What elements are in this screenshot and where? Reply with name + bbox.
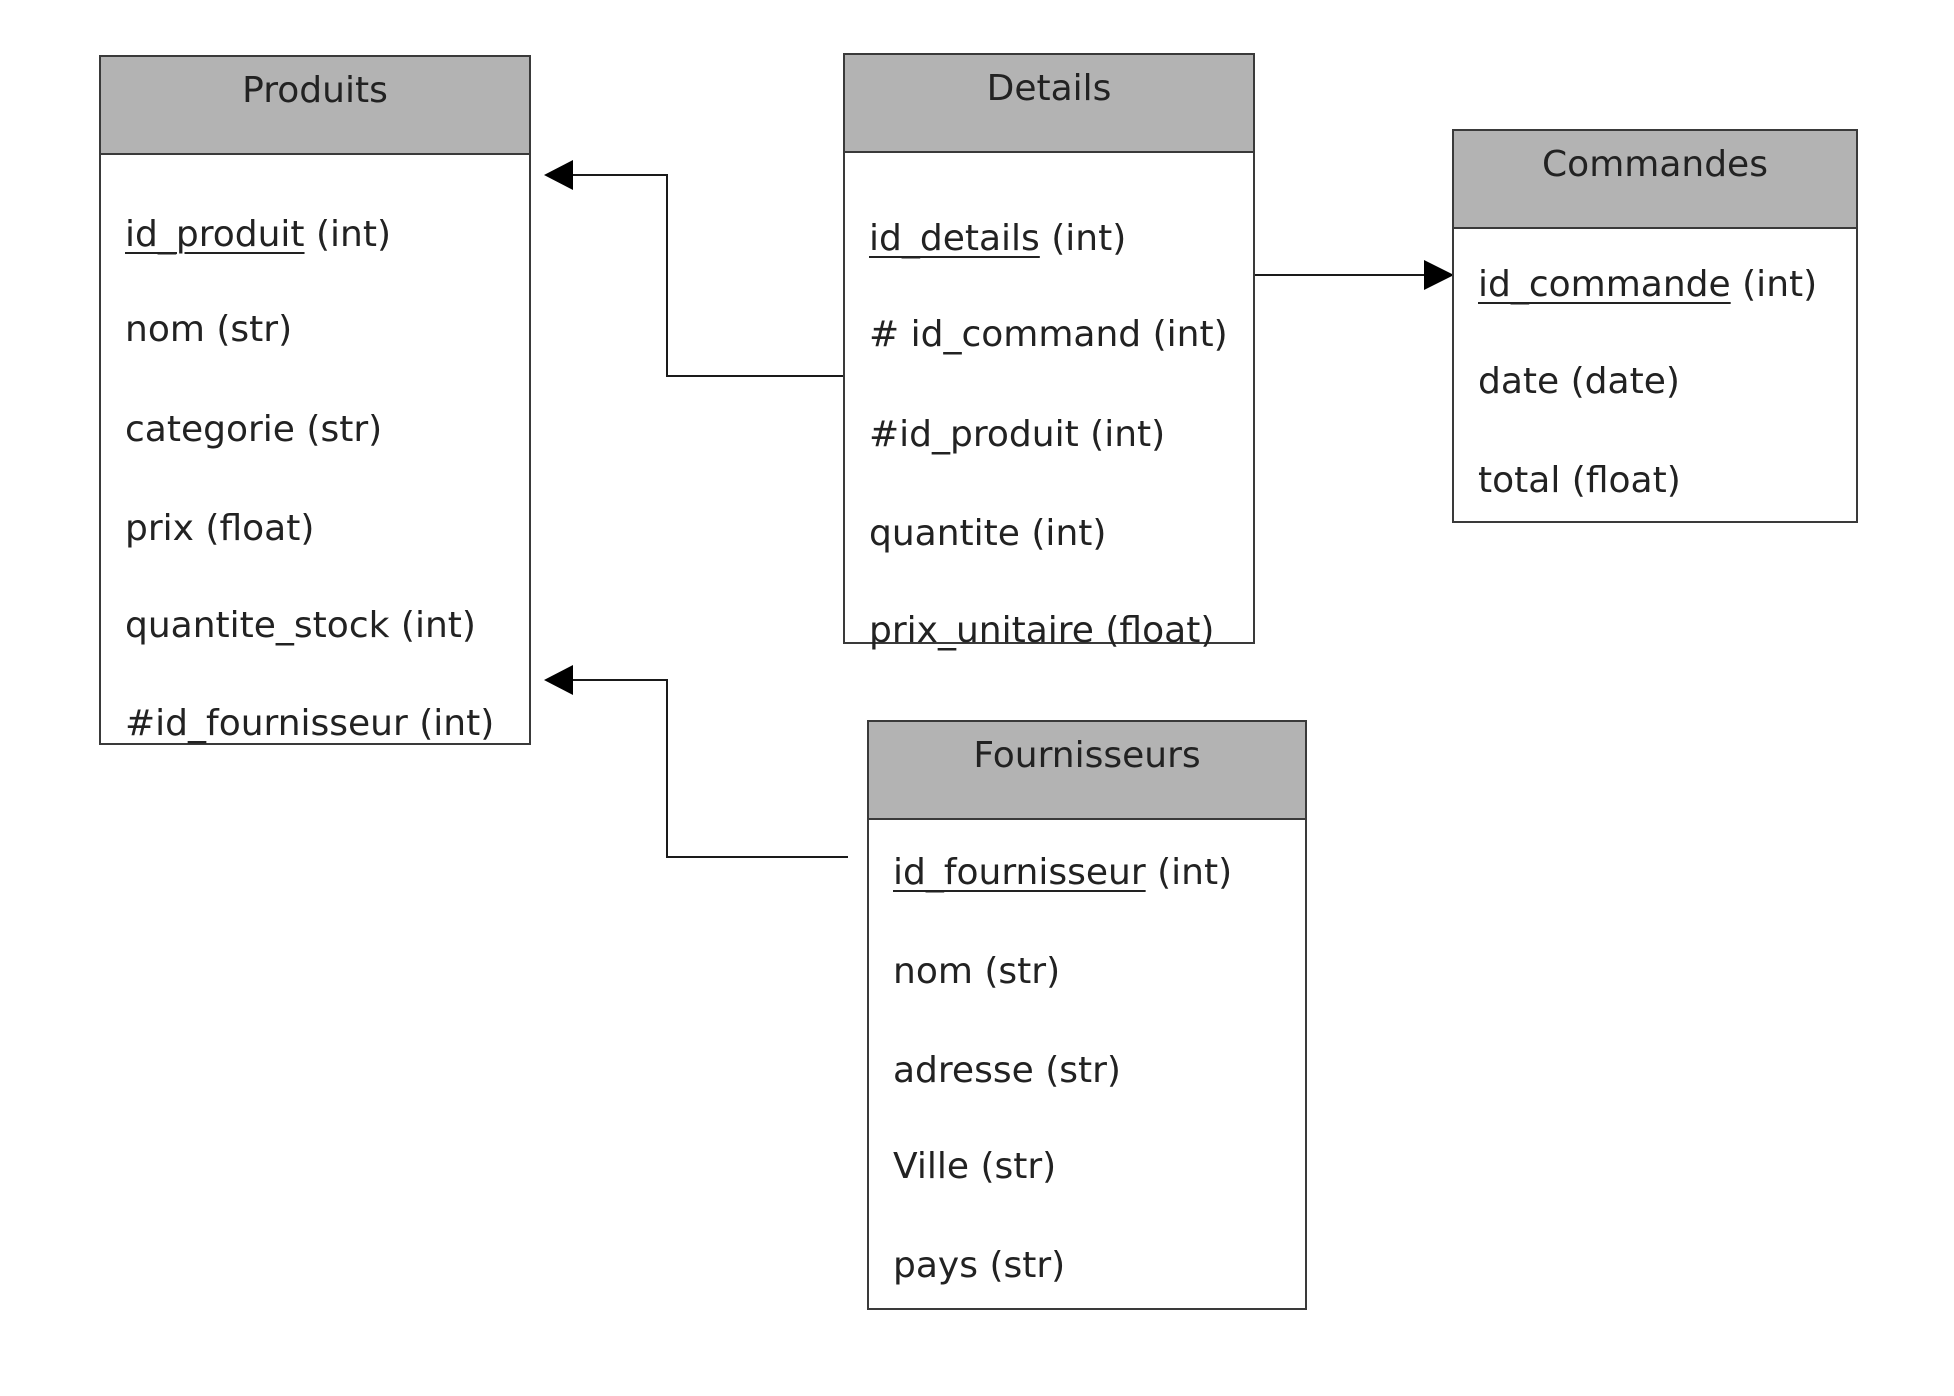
attribute-row: quantite_stock (int) xyxy=(125,606,476,646)
entity-title: Commandes xyxy=(1454,131,1856,229)
attribute-row: total (float) xyxy=(1478,461,1681,501)
connector-details-produits xyxy=(566,174,843,377)
attribute-type: (int) xyxy=(1152,314,1228,355)
attribute-name: prix xyxy=(125,508,194,549)
attribute-type: (float) xyxy=(205,508,315,549)
attribute-name: nom xyxy=(893,951,973,992)
attribute-name: nom xyxy=(125,309,205,350)
attribute-row: id_produit (int) xyxy=(125,215,391,255)
attribute-type: (int) xyxy=(1031,513,1107,554)
entity-produits: Produits id_produit (int) nom (str) cate… xyxy=(99,55,531,745)
primary-key-name: id_fournisseur xyxy=(893,852,1146,893)
attribute-row: categorie (str) xyxy=(125,410,382,450)
attribute-type: (int) xyxy=(1157,852,1233,893)
attribute-row: id_details (int) xyxy=(869,219,1126,259)
attribute-type: (int) xyxy=(315,214,392,255)
attribute-type: (str) xyxy=(306,409,383,450)
attribute-row: pays (str) xyxy=(893,1246,1065,1286)
arrowhead-to-produits-id xyxy=(544,160,573,190)
attribute-name: prix_unitaire xyxy=(869,610,1094,651)
connector-fournisseurs-produits xyxy=(566,679,848,858)
attribute-type: (float) xyxy=(1571,460,1681,501)
entity-details: Details id_details (int) # id_command (i… xyxy=(843,53,1255,651)
arrowhead-to-commandes-id xyxy=(1424,260,1454,290)
attribute-type: (float) xyxy=(1105,610,1215,651)
attribute-type: (int) xyxy=(1090,414,1166,455)
attribute-type: (date) xyxy=(1570,361,1680,402)
entity-title: Fournisseurs xyxy=(869,722,1305,820)
attribute-row: adresse (str) xyxy=(893,1051,1121,1091)
attribute-name: quantite_stock xyxy=(125,605,390,646)
attribute-name: Ville xyxy=(893,1146,969,1187)
attribute-name: adresse xyxy=(893,1050,1034,1091)
entity-title: Details xyxy=(845,55,1253,153)
attribute-row: nom (str) xyxy=(125,310,292,350)
entity-title: Produits xyxy=(101,57,529,155)
attribute-type: (int) xyxy=(400,605,476,646)
attribute-row: prix (float) xyxy=(125,509,314,549)
attribute-type: (str) xyxy=(984,951,1061,992)
entity-commandes: Commandes id_commande (int) date (date) … xyxy=(1452,129,1858,523)
entity-fournisseurs: Fournisseurs id_fournisseur (int) nom (s… xyxy=(867,720,1307,1310)
attribute-name: date xyxy=(1478,361,1560,402)
attribute-type: (str) xyxy=(216,309,293,350)
attribute-type: (int) xyxy=(1742,264,1818,305)
attribute-name: total xyxy=(1478,460,1561,501)
attribute-name: quantite xyxy=(869,513,1020,554)
attribute-row: Ville (str) xyxy=(893,1147,1056,1187)
attribute-row: id_commande (int) xyxy=(1478,265,1817,305)
arrowhead-to-produits-fournisseur xyxy=(544,665,573,695)
attribute-name: pays xyxy=(893,1245,978,1286)
primary-key-name: id_details xyxy=(869,218,1040,259)
attribute-row: quantite (int) xyxy=(869,514,1106,554)
attribute-row: id_fournisseur (int) xyxy=(893,853,1232,893)
attribute-row: date (date) xyxy=(1478,362,1680,402)
attribute-row: prix_unitaire (float) xyxy=(869,611,1214,651)
foreign-key-name: #id_produit xyxy=(869,414,1079,455)
attribute-type: (str) xyxy=(980,1146,1057,1187)
attribute-row: nom (str) xyxy=(893,952,1060,992)
primary-key-name: id_commande xyxy=(1478,264,1731,305)
primary-key-name: id_produit xyxy=(125,214,305,255)
attribute-row: #id_fournisseur (int) xyxy=(125,704,494,744)
attribute-type: (str) xyxy=(989,1245,1066,1286)
foreign-key-name: # id_command xyxy=(869,314,1142,355)
attribute-name: categorie xyxy=(125,409,295,450)
foreign-key-name: #id_fournisseur xyxy=(125,703,408,744)
attribute-row: # id_command (int) xyxy=(869,315,1228,355)
attribute-type: (int) xyxy=(1051,218,1127,259)
attribute-row: #id_produit (int) xyxy=(869,415,1165,455)
attribute-type: (int) xyxy=(419,703,495,744)
attribute-type: (str) xyxy=(1045,1050,1121,1091)
